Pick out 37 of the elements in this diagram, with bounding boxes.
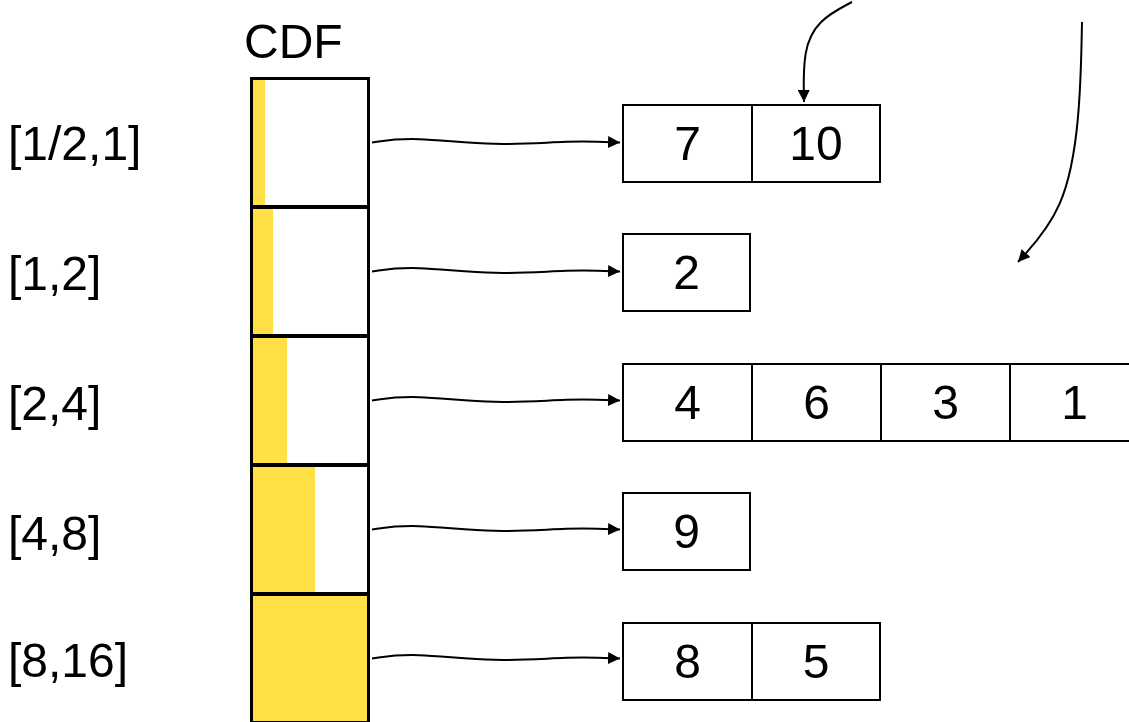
- cdf-cell: [250, 206, 370, 337]
- bucket-value: 5: [802, 637, 830, 686]
- range-label: [2,4]: [8, 380, 102, 428]
- column-heading: CDF: [244, 18, 343, 66]
- arrow: [797, 1, 853, 103]
- bucket-value: 2: [673, 248, 700, 297]
- arrow: [371, 523, 621, 535]
- cdf-cell: [250, 77, 370, 208]
- bucket-box: [622, 104, 753, 183]
- bucket-value: 4: [674, 378, 701, 427]
- bucket-box: [1009, 363, 1129, 442]
- bucket-box: [622, 233, 751, 312]
- cdf-cell: [250, 593, 370, 722]
- range-label: [1/2,1]: [8, 120, 142, 168]
- cdf-cell: [250, 335, 370, 466]
- bucket-box: [622, 363, 753, 442]
- bucket-value: 10: [789, 119, 843, 168]
- bucket-value: 3: [932, 378, 959, 427]
- bucket-value: 6: [803, 378, 830, 427]
- arrow: [371, 652, 621, 664]
- bucket-box: [880, 363, 1011, 442]
- bucket-box: [622, 622, 753, 701]
- bucket-value: 9: [673, 507, 700, 556]
- arrow: [371, 136, 621, 148]
- cdf-cell: [250, 464, 370, 595]
- bucket-value: 7: [674, 119, 701, 168]
- bucket-box: [751, 622, 881, 701]
- arrow: [371, 265, 621, 277]
- bucket-box: [751, 363, 882, 442]
- range-label: [4,8]: [8, 510, 102, 558]
- range-label: [8,16]: [8, 637, 129, 685]
- bucket-value: 8: [674, 637, 701, 686]
- bucket-value: 1: [1061, 378, 1088, 427]
- range-label: [1,2]: [8, 250, 102, 298]
- bucket-box: [751, 104, 881, 183]
- bucket-box: [622, 492, 751, 571]
- arrow: [371, 394, 621, 406]
